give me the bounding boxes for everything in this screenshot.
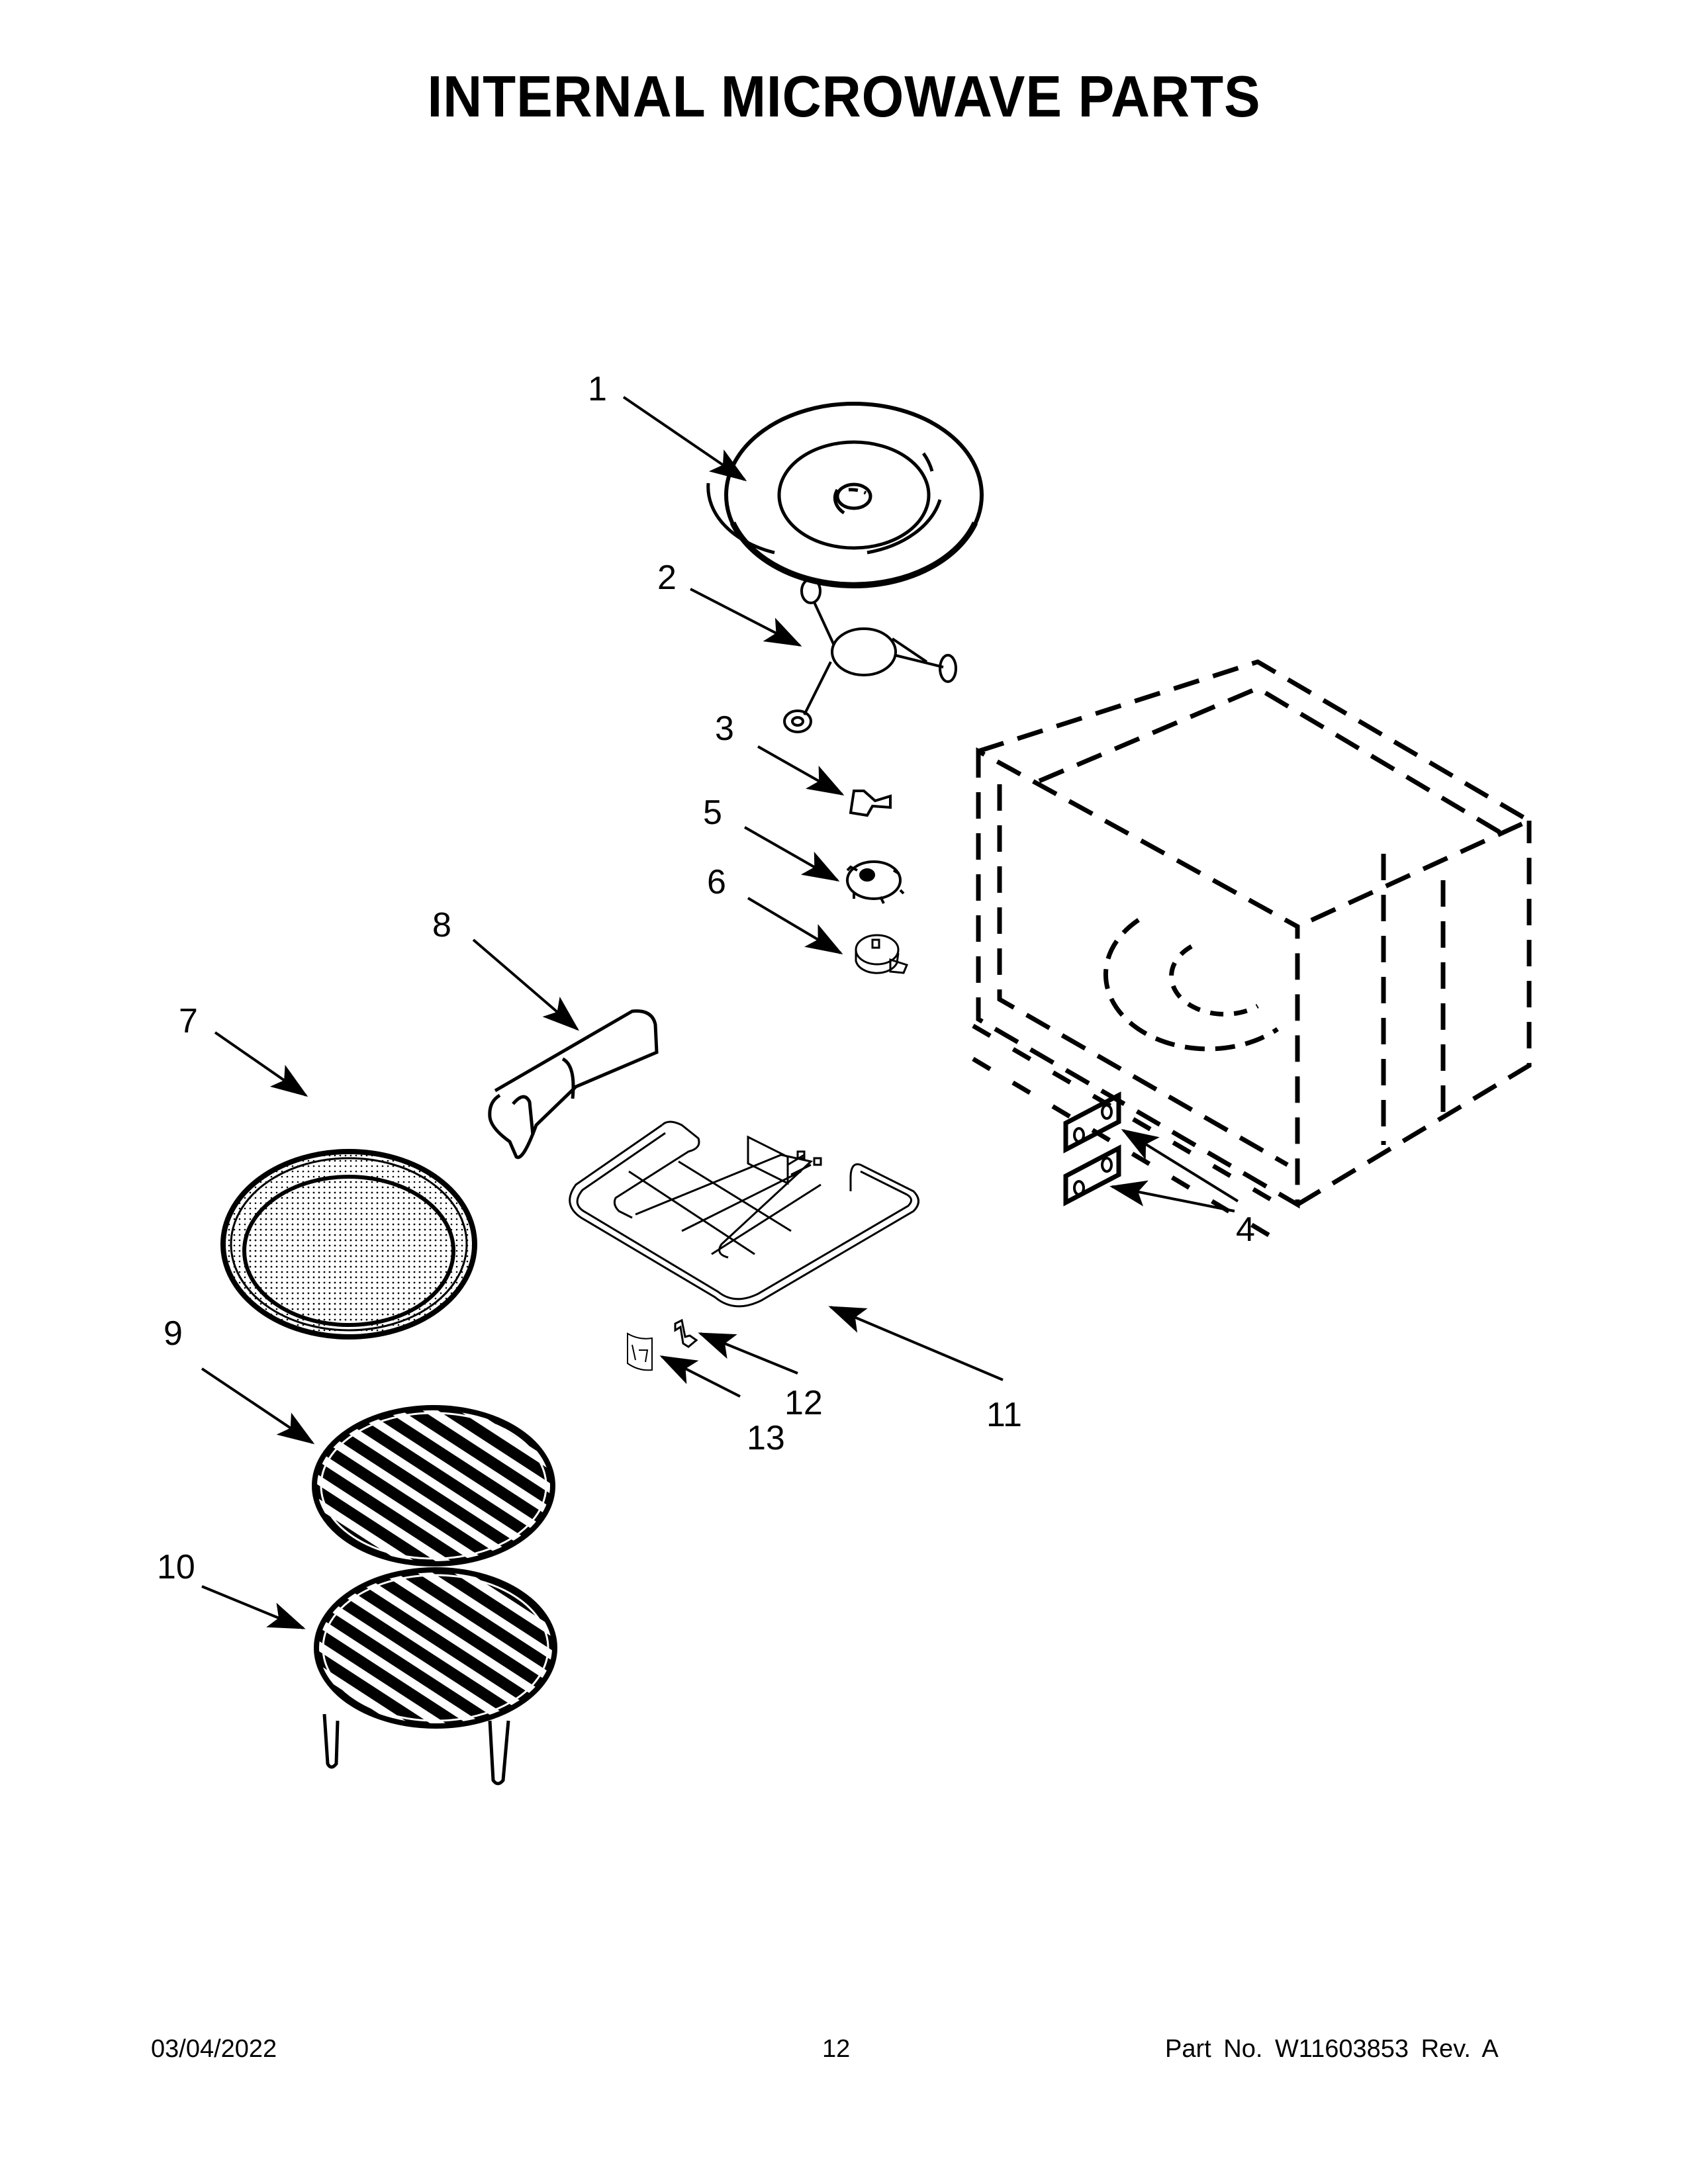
callout-label-8: 8 bbox=[432, 906, 451, 944]
crisper-pan-icon bbox=[220, 1149, 477, 1340]
callout-7[interactable]: 7 bbox=[179, 1002, 308, 1097]
callout-label-2: 2 bbox=[657, 559, 677, 597]
callout-12[interactable]: 12 bbox=[698, 1332, 823, 1422]
callout-label-1: 1 bbox=[588, 370, 607, 408]
label-sticker-icon bbox=[627, 1332, 653, 1371]
callout-label-9: 9 bbox=[164, 1314, 183, 1353]
turntable-plate-icon bbox=[706, 402, 984, 588]
callout-10[interactable]: 10 bbox=[157, 1548, 306, 1629]
callout-label-13: 13 bbox=[747, 1419, 785, 1457]
callout-4[interactable]: 4 bbox=[1109, 1128, 1255, 1249]
mounting-bracket-bottom-icon bbox=[1063, 1144, 1121, 1206]
roller-support-icon bbox=[783, 578, 957, 733]
callout-3[interactable]: 3 bbox=[715, 709, 845, 796]
callout-label-3: 3 bbox=[715, 709, 734, 748]
callout-label-10: 10 bbox=[157, 1548, 195, 1586]
heating-element-icon bbox=[569, 1120, 919, 1308]
page-title: INTERNAL MICROWAVE PARTS bbox=[427, 64, 1261, 129]
microwave-cavity-icon bbox=[972, 659, 1534, 1247]
callout-2[interactable]: 2 bbox=[657, 559, 802, 647]
handle-icon bbox=[488, 1009, 659, 1160]
element-bracket-icon bbox=[674, 1318, 698, 1348]
footer-page-number: 12 bbox=[822, 2035, 851, 2063]
coupler-icon bbox=[849, 790, 892, 817]
callout-label-7: 7 bbox=[179, 1002, 198, 1040]
callout-13[interactable]: 13 bbox=[659, 1355, 785, 1457]
motor-cover-icon bbox=[846, 860, 905, 904]
callout-1[interactable]: 1 bbox=[588, 370, 747, 482]
callout-11[interactable]: 11 bbox=[828, 1306, 1022, 1434]
footer-part-number: Part No. W11603853 Rev. A bbox=[1165, 2035, 1499, 2063]
callout-label-5: 5 bbox=[703, 794, 722, 832]
callout-9[interactable]: 9 bbox=[164, 1314, 315, 1445]
footer-date: 03/04/2022 bbox=[151, 2035, 277, 2063]
turntable-motor-icon bbox=[855, 934, 909, 974]
high-rack-icon bbox=[314, 1567, 557, 1786]
mounting-bracket-top-icon bbox=[1063, 1091, 1121, 1154]
low-rack-icon bbox=[312, 1405, 555, 1567]
callout-label-4: 4 bbox=[1236, 1210, 1255, 1249]
callout-5[interactable]: 5 bbox=[703, 794, 840, 882]
callout-8[interactable]: 8 bbox=[432, 906, 580, 1031]
callout-label-12: 12 bbox=[784, 1384, 823, 1422]
callout-label-11: 11 bbox=[986, 1396, 1022, 1434]
callout-label-6: 6 bbox=[707, 863, 726, 901]
callout-6[interactable]: 6 bbox=[707, 863, 843, 955]
